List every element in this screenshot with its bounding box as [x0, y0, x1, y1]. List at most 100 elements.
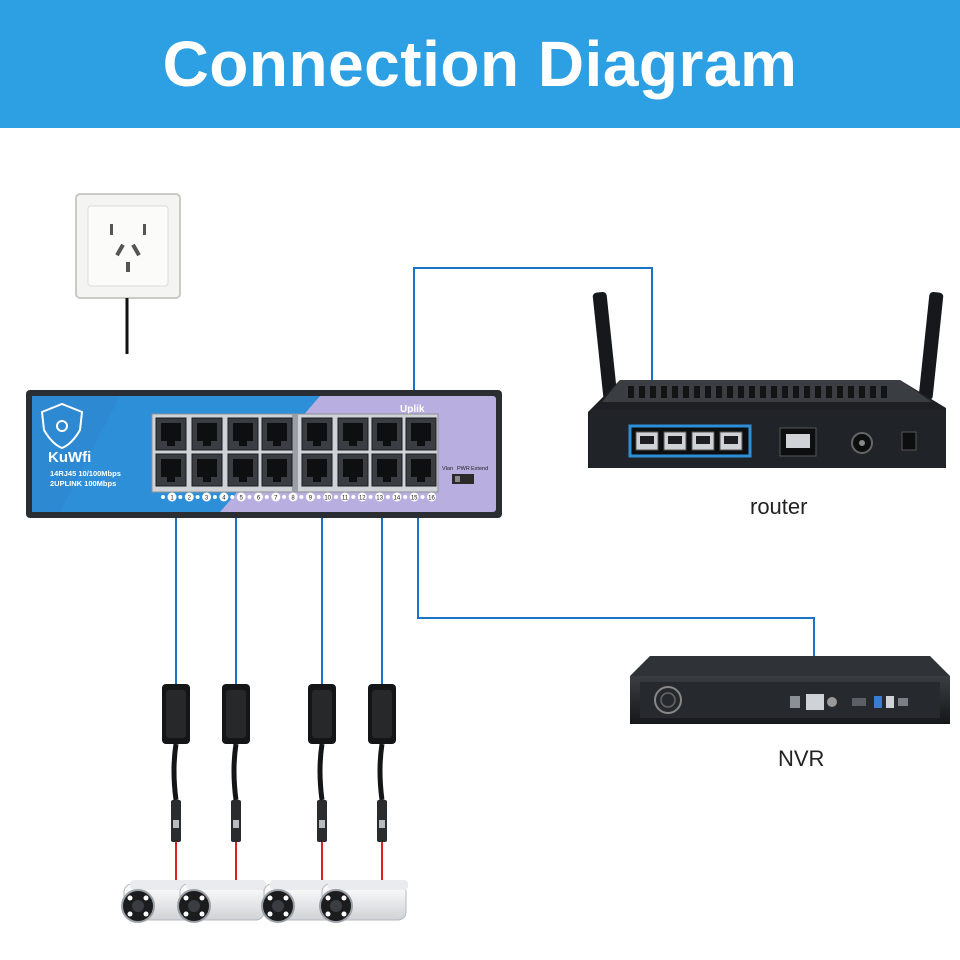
- poe-splitter: [368, 684, 396, 886]
- switch-brand: KuWfi: [48, 449, 91, 466]
- cameras: [121, 880, 408, 923]
- vent-slot: [683, 386, 689, 398]
- page-title: Connection Diagram: [162, 28, 798, 100]
- rj45-port: [227, 417, 259, 451]
- port-number-badge: 15: [403, 492, 419, 502]
- port-number-badge: 9: [299, 492, 315, 502]
- vent-slot: [716, 386, 722, 398]
- switch-label-extend: Extend: [471, 466, 488, 472]
- rj45-port: [371, 453, 403, 487]
- vent-slot: [804, 386, 810, 398]
- vent-slot: [738, 386, 744, 398]
- vent-slot: [705, 386, 711, 398]
- port-number-badge: 2: [178, 492, 194, 502]
- rj45-port: [191, 417, 223, 451]
- port-number: 16: [428, 496, 435, 502]
- vent-slot: [782, 386, 788, 398]
- vent-slot: [749, 386, 755, 398]
- nvr-label: NVR: [778, 746, 825, 771]
- rj45-port: [227, 453, 259, 487]
- switch-spec-1: 14RJ45 10/100Mbps: [50, 469, 121, 478]
- port-number: 11: [342, 496, 349, 502]
- rj45-port: [405, 453, 437, 487]
- vent-slot: [771, 386, 777, 398]
- wall-socket: [75, 193, 181, 354]
- rj45-port: [155, 417, 187, 451]
- port-number-badge: 6: [247, 492, 263, 502]
- router-lan-ports: [635, 431, 743, 451]
- vent-slot: [639, 386, 645, 398]
- port-number-badge: 11: [334, 492, 350, 502]
- poe-splitters: [162, 684, 396, 886]
- title-banner: Connection Diagram: [0, 0, 960, 128]
- brand-logo: [40, 402, 84, 450]
- port-number-badge: 5: [230, 492, 246, 502]
- port-number-badge: 3: [195, 492, 212, 502]
- vent-slot: [650, 386, 656, 398]
- port-number: 7: [274, 496, 278, 502]
- vent-slot: [694, 386, 700, 398]
- port-number: 15: [411, 496, 418, 502]
- rj45-port: [337, 453, 369, 487]
- switch-label-pwr: PWR: [457, 466, 470, 472]
- port-number-badge: 7: [264, 492, 281, 502]
- vent-slot: [815, 386, 821, 398]
- uplink-cable-router: [413, 267, 653, 440]
- port-number-badge: 8: [282, 492, 298, 502]
- bullet-camera: [177, 880, 266, 923]
- vent-slot: [881, 386, 887, 398]
- poe-splitter: [222, 684, 250, 886]
- vent-slot: [793, 386, 799, 398]
- router-port: [635, 431, 659, 451]
- rj45-port: [405, 417, 437, 451]
- poe-splitter: [308, 684, 336, 886]
- vent-slot: [848, 386, 854, 398]
- router-port: [719, 431, 743, 451]
- rj45-port: [191, 453, 223, 487]
- rj45-port-grid: [155, 417, 437, 487]
- port-number: 4: [222, 496, 226, 502]
- rj45-port: [301, 453, 333, 487]
- vent-slot: [826, 386, 832, 398]
- rj45-port: [155, 453, 187, 487]
- rj45-port: [371, 417, 403, 451]
- router-vents: [628, 386, 887, 398]
- port-number: 1: [170, 496, 174, 502]
- rj45-port: [261, 417, 293, 451]
- port-number-badge: 4: [212, 492, 229, 502]
- vent-slot: [859, 386, 865, 398]
- port-number: 8: [291, 496, 295, 502]
- port-number: 14: [394, 496, 401, 502]
- port-number: 10: [324, 496, 331, 502]
- port-number-badge: 1: [161, 492, 177, 502]
- uplink-label: Uplik: [400, 404, 425, 415]
- port-number: 2: [188, 496, 192, 502]
- port-number: 5: [240, 496, 244, 502]
- port-number-badge: 12: [351, 492, 367, 502]
- port-number-badge: 13: [368, 492, 385, 502]
- bullet-camera: [319, 880, 408, 923]
- port-number: 12: [359, 496, 366, 502]
- port-number: 13: [376, 496, 383, 502]
- router: [588, 291, 946, 468]
- vent-slot: [661, 386, 667, 398]
- port-number-badge: 14: [385, 492, 402, 502]
- router-label: router: [750, 494, 808, 519]
- port-number: 6: [257, 496, 261, 502]
- switch-spec-2: 2UPLINK 100Mbps: [50, 479, 116, 488]
- router-port: [691, 431, 715, 451]
- port-number-badge: 10: [316, 492, 333, 502]
- rj45-port: [301, 417, 333, 451]
- mode-dip-switch: [452, 474, 474, 484]
- nvr: [630, 656, 950, 724]
- poe-splitter: [162, 684, 190, 886]
- vent-slot: [672, 386, 678, 398]
- rj45-port: [337, 417, 369, 451]
- router-port: [663, 431, 687, 451]
- port-number: 9: [309, 496, 313, 502]
- port-number-badge: 16: [420, 492, 436, 502]
- vent-slot: [727, 386, 733, 398]
- poe-switch: KuWfi 14RJ45 10/100Mbps 2UPLINK 100Mbps …: [26, 390, 502, 518]
